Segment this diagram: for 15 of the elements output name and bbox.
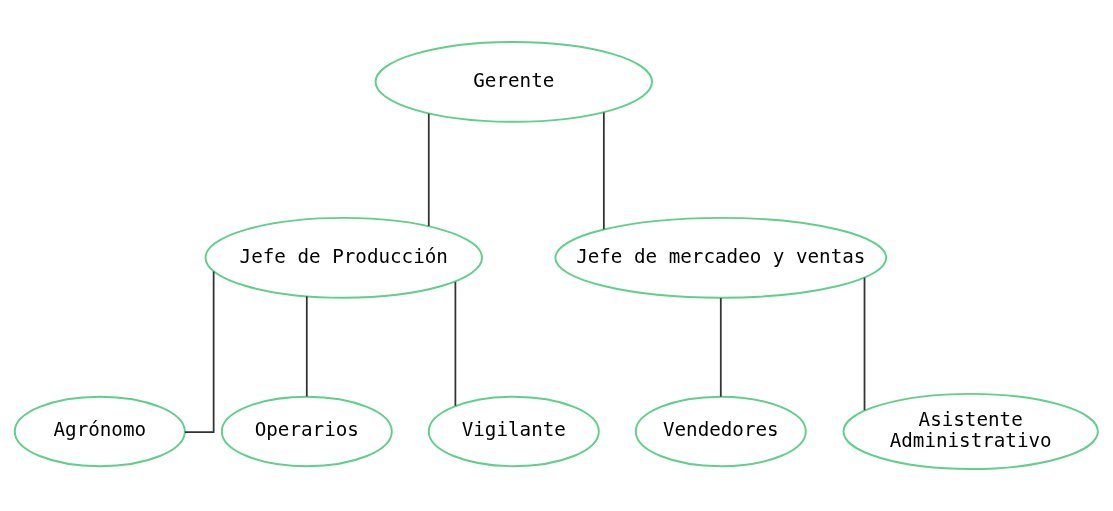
connector	[427, 112, 430, 228]
node-ellipse: Jefe de Producción	[204, 216, 483, 299]
node-ellipse: Vigilante	[427, 395, 600, 468]
connector	[184, 270, 215, 433]
node-ellipse: Vendedores	[634, 395, 807, 468]
node-ellipse: Operarios	[220, 395, 393, 468]
node-ellipse: Agrónomo	[13, 395, 186, 468]
connector	[863, 276, 866, 412]
connector	[719, 297, 722, 398]
connector	[602, 111, 605, 231]
node-ellipse: Jefe de mercadeo y ventas	[554, 216, 888, 299]
connector	[454, 281, 457, 407]
node-ellipse: Asistente Administrativo	[842, 392, 1099, 470]
connector	[305, 295, 308, 398]
node-ellipse: Gerente	[374, 40, 653, 123]
